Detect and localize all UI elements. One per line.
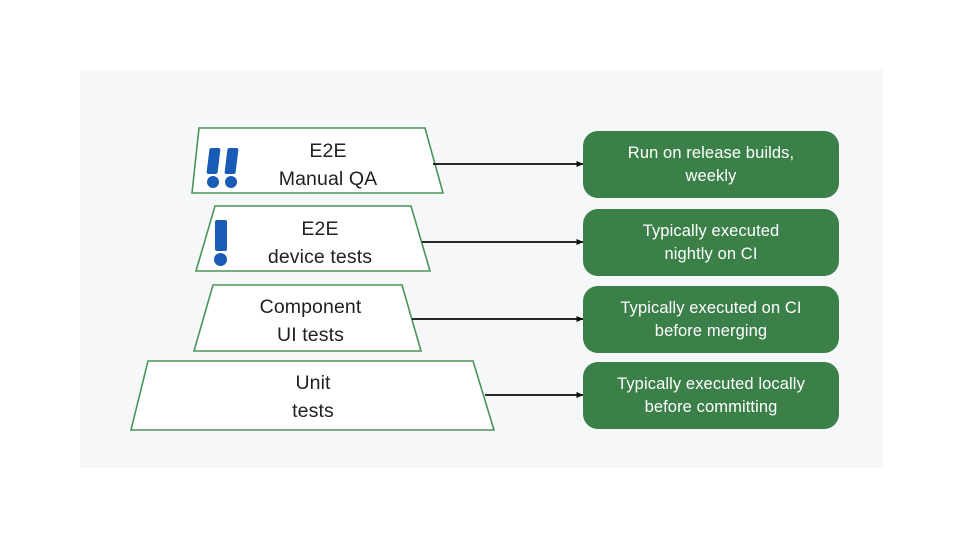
exclamation-bar <box>215 220 227 251</box>
tier-shape-component-ui-tests[interactable] <box>192 284 423 352</box>
callout-unit-tests[interactable]: Typically executed locally before commit… <box>583 362 839 429</box>
exclamation-mark-glyph <box>214 220 228 266</box>
callout-component-ui-tests[interactable]: Typically executed on CI before merging <box>583 286 839 353</box>
exclamation-bar <box>224 148 239 174</box>
exclamation-mark-glyph <box>206 148 221 188</box>
single-exclamation-icon <box>214 220 228 266</box>
tier-shape-e2e-manual-qa[interactable] <box>191 127 445 194</box>
exclamation-dot <box>225 176 237 188</box>
callout-e2e-device-tests[interactable]: Typically executed nightly on CI <box>583 209 839 276</box>
tier-shape-unit-tests[interactable] <box>129 360 496 431</box>
exclamation-dot <box>207 176 219 188</box>
tier-shape-e2e-device-tests[interactable] <box>194 205 432 272</box>
callout-e2e-manual-qa[interactable]: Run on release builds, weekly <box>583 131 839 198</box>
exclamation-bar <box>206 148 221 174</box>
exclamation-mark-glyph <box>224 148 239 188</box>
exclamation-dot <box>214 253 227 266</box>
double-exclamation-icon <box>206 148 239 188</box>
